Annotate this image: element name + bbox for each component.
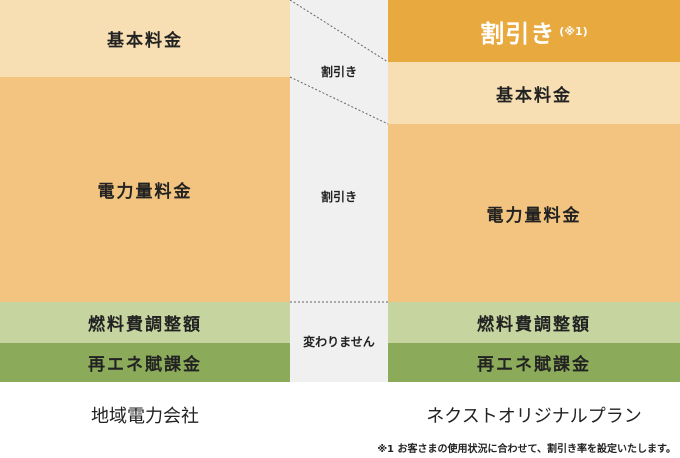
right-discount-note: (※1) xyxy=(559,24,588,38)
left-energy-fee-block: 電力量料金 xyxy=(0,77,290,302)
middle-unchanged-label: 変わりません xyxy=(303,335,375,349)
right-energy-fee-block: 電力量料金 xyxy=(388,124,680,302)
right-fuel-adjustment-label: 燃料費調整額 xyxy=(477,315,591,335)
middle-column-unchanged xyxy=(290,302,388,382)
connector-top xyxy=(289,0,389,63)
middle-discount-mid-label: 割引き xyxy=(320,190,357,204)
right-caption: ネクストオリジナルプラン xyxy=(426,406,642,427)
left-renewable-levy-label: 再エネ賦課金 xyxy=(88,355,202,375)
right-discount-block: 割引き (※1) xyxy=(388,0,680,62)
right-discount-label: 割引き xyxy=(480,19,556,48)
right-renewable-levy-block: 再エネ賦課金 xyxy=(388,343,680,382)
left-base-fee-block: 基本料金 xyxy=(0,0,290,77)
left-fuel-adjustment-block: 燃料費調整額 xyxy=(0,302,290,343)
right-fuel-adjustment-block: 燃料費調整額 xyxy=(388,302,680,343)
connector-middle xyxy=(289,76,389,125)
left-renewable-levy-block: 再エネ賦課金 xyxy=(0,343,290,382)
left-caption: 地域電力会社 xyxy=(91,406,199,427)
left-energy-fee-label: 電力量料金 xyxy=(97,182,193,202)
middle-discount-top-label: 割引き xyxy=(320,65,357,79)
right-renewable-levy-label: 再エネ賦課金 xyxy=(477,355,591,375)
right-energy-fee-label: 電力量料金 xyxy=(486,205,582,226)
right-base-fee-label: 基本料金 xyxy=(496,85,572,106)
middle-column-discount xyxy=(290,0,388,302)
right-base-fee-block: 基本料金 xyxy=(388,62,680,124)
left-base-fee-label: 基本料金 xyxy=(107,31,183,51)
footnote: ※1 お客さまの使用状況に合わせて、割引き率を設定いたします。 xyxy=(377,444,676,455)
left-fuel-adjustment-label: 燃料費調整額 xyxy=(88,315,202,335)
